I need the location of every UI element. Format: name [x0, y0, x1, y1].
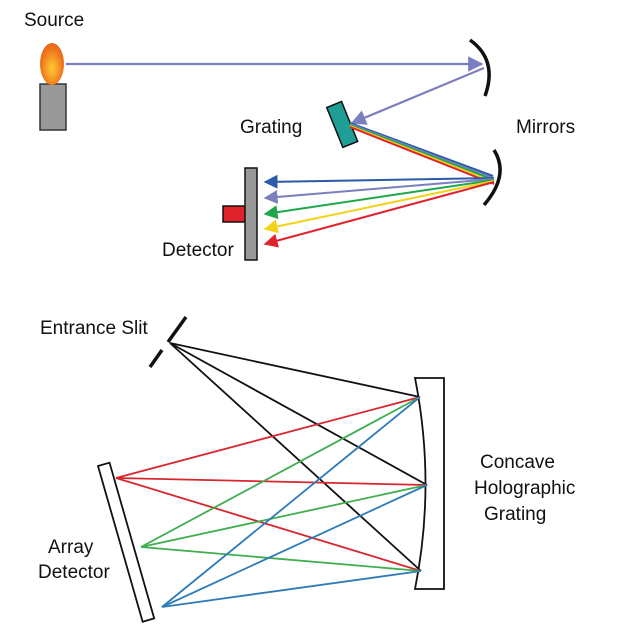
source-lamp-base — [39, 83, 67, 131]
concave-label-line1: Concave — [480, 452, 555, 473]
dispersed-blue — [349, 122, 494, 177]
ray-green-2 — [140, 484, 428, 548]
beam-yellow-to-detector — [263, 180, 495, 234]
ray-green-1 — [140, 396, 421, 548]
beam-red-to-detector — [263, 181, 495, 248]
source-flame-icon — [40, 43, 64, 85]
ray-black-1 — [169, 342, 421, 398]
ray-green-3 — [140, 546, 422, 572]
dispersed-yellow — [349, 125, 495, 183]
array-label-line2: Detector — [38, 562, 110, 583]
source-label: Source — [24, 10, 84, 31]
beam-green-to-detector — [263, 179, 495, 220]
dispersed-green — [349, 124, 495, 181]
ray-red-2 — [115, 477, 428, 486]
beam-violet-to-detector — [263, 178, 495, 204]
ray-black-3 — [169, 342, 422, 572]
dispersed-violet — [349, 123, 494, 179]
detector-label: Detector — [162, 240, 234, 261]
array-label-line1: Array — [48, 537, 94, 558]
beam-to-grating — [350, 66, 485, 125]
concave-holographic-grating — [413, 377, 445, 590]
ray-blue-2 — [161, 484, 428, 608]
top-mirror — [468, 38, 491, 97]
ray-red-3 — [115, 477, 422, 572]
dispersed-red — [349, 126, 495, 185]
array-detector — [96, 461, 156, 623]
concave-label-line3: Grating — [484, 504, 546, 525]
ray-red-1 — [115, 396, 421, 479]
ray-black-2 — [169, 342, 428, 486]
beam-blue-to-detector — [263, 174, 495, 189]
bottom-mirror — [482, 149, 502, 207]
detector-plate — [244, 167, 258, 261]
entrance-slit-label: Entrance Slit — [40, 318, 148, 339]
entrance-slit-lower — [148, 348, 164, 369]
concave-label-line2: Holographic — [474, 478, 575, 499]
ray-blue-1 — [161, 396, 421, 608]
detector-sensor — [222, 205, 248, 223]
entrance-slit-upper — [166, 315, 188, 344]
grating-element — [325, 100, 359, 149]
ray-blue-3 — [161, 570, 422, 608]
grating-label: Grating — [240, 117, 302, 138]
mirrors-label: Mirrors — [516, 117, 575, 138]
